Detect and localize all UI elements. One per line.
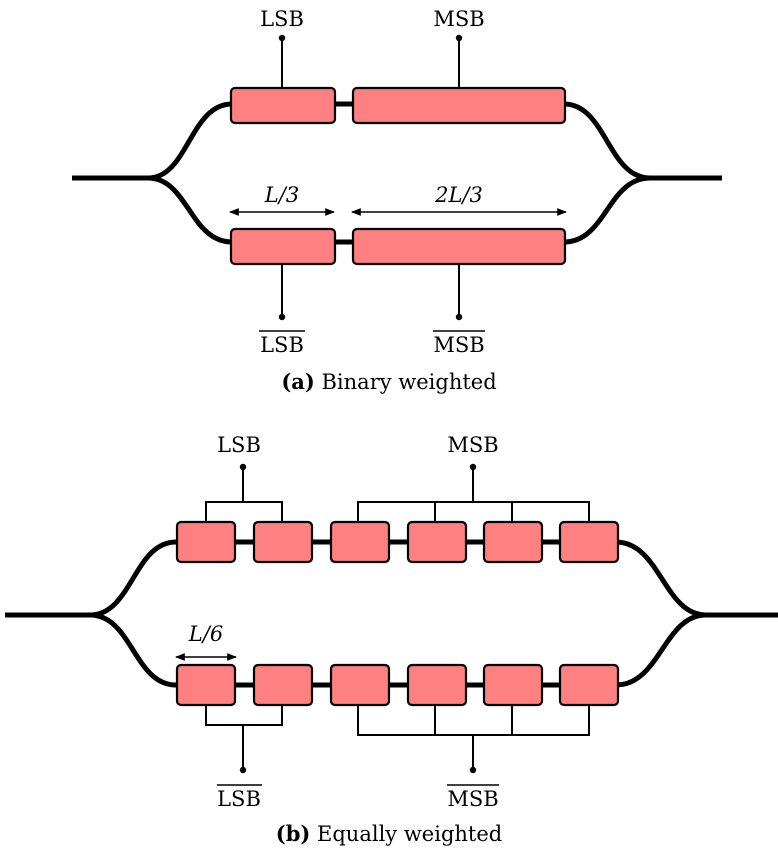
lsb-bar-label-bottom-a: LSB — [260, 333, 304, 357]
msb-segment-upper-a — [351, 86, 567, 125]
segment-upper-3-b — [329, 520, 391, 564]
msb-label-top-a: MSB — [433, 7, 484, 31]
lsb-segment-lower-a — [229, 227, 337, 266]
lsb-contact-bottom-b — [239, 766, 247, 774]
input-waveguide-b-lower — [89, 612, 177, 688]
segment-lower-6-b — [558, 663, 620, 707]
msb-segment-lower-a — [351, 227, 567, 266]
input-waveguide-a — [72, 101, 233, 181]
segment-lower-5-b — [482, 663, 544, 707]
lsb-contact-top-b — [239, 463, 247, 471]
segment-lower-1-b — [175, 663, 237, 707]
msb-bar-label-bottom-b: MSB — [447, 787, 498, 811]
dim-label-segment-b: L/6 — [188, 622, 223, 646]
input-waveguide-b — [5, 539, 177, 618]
segment-upper-6-b — [558, 520, 620, 564]
msb-wiring-top-b — [357, 467, 590, 522]
panel-equally-weighted: LSB MSB LSB MSB L/6 (b) Equally weighted — [5, 433, 778, 846]
segment-lower-3-b — [329, 663, 391, 707]
lsb-label-top-a: LSB — [260, 7, 304, 31]
segment-upper-4-b — [406, 520, 468, 564]
segment-upper-1-b — [175, 520, 237, 564]
msb-bar-label-bottom-a: MSB — [433, 333, 484, 357]
segment-upper-2-b — [252, 520, 314, 564]
output-waveguide-b — [615, 539, 778, 688]
lsb-label-top-b: LSB — [217, 433, 261, 457]
msb-label-top-b: MSB — [447, 433, 498, 457]
lsb-bar-label-bottom-b: LSB — [217, 787, 261, 811]
lsb-segment-upper-a — [229, 86, 337, 125]
caption-a: (a) Binary weighted — [281, 369, 496, 394]
msb-contact-bottom-a — [455, 313, 463, 321]
lsb-contact-bottom-a — [278, 313, 286, 321]
dim-label-lsb-a: L/3 — [264, 183, 299, 207]
segment-upper-5-b — [482, 520, 544, 564]
caption-b: (b) Equally weighted — [276, 821, 502, 846]
msb-wiring-bottom-b — [357, 705, 590, 770]
panel-binary-weighted: LSB MSB LSB MSB L/3 2L/3 (a) Binary weig… — [72, 7, 722, 394]
msb-contact-top-a — [455, 34, 463, 42]
msb-contact-top-b — [469, 463, 477, 471]
lsb-contact-top-a — [278, 34, 286, 42]
input-waveguide-a-lower — [147, 175, 233, 245]
msb-contact-bottom-b — [469, 766, 477, 774]
lsb-wiring-top-b — [205, 467, 283, 522]
segment-lower-4-b — [406, 663, 468, 707]
upper-arm-waveguide-a — [334, 101, 722, 245]
segment-lower-2-b — [252, 663, 314, 707]
lsb-wiring-bottom-b — [205, 705, 283, 770]
dim-label-msb-a: 2L/3 — [434, 183, 483, 207]
